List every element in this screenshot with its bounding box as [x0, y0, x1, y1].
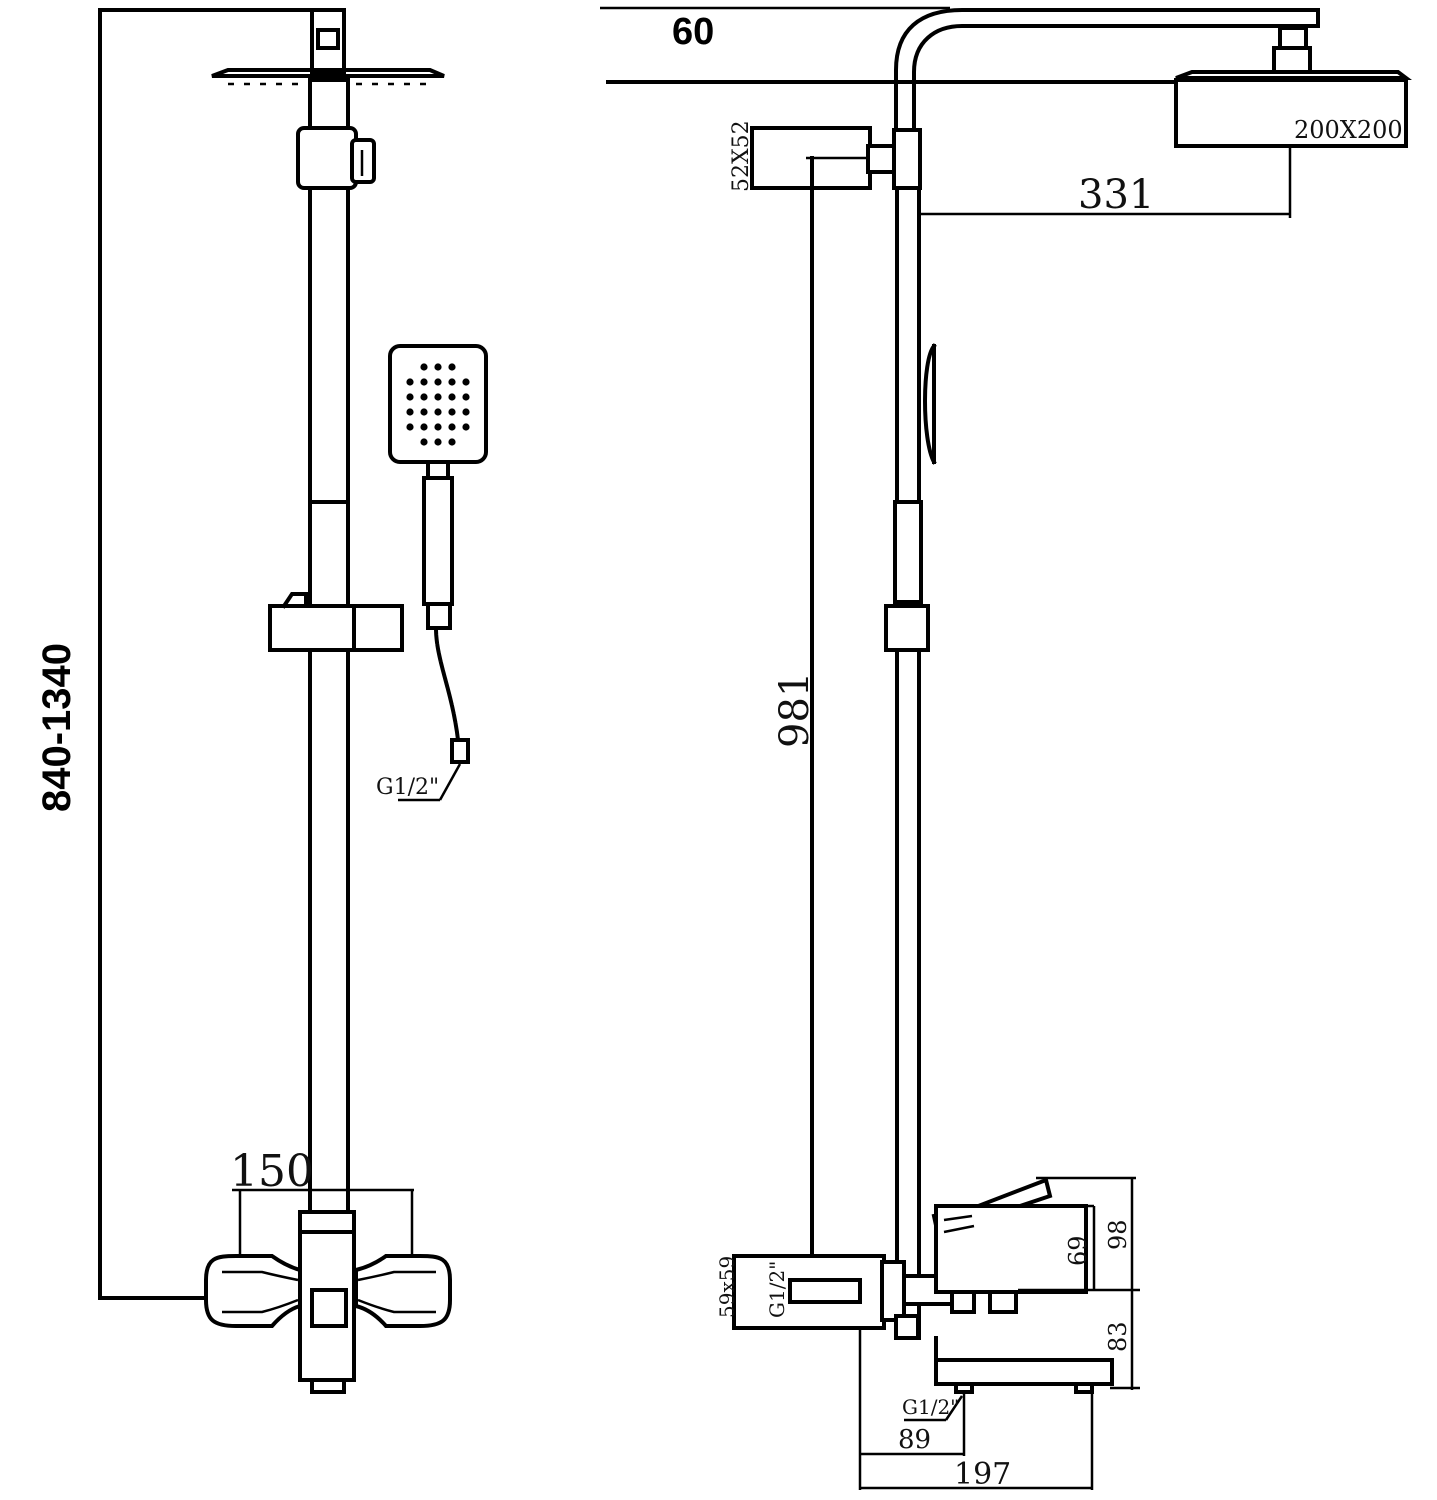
- dim-98-label: 98: [1104, 1219, 1132, 1250]
- nozzle-dot: [462, 393, 470, 401]
- head-offset-label: 60: [672, 11, 714, 53]
- height-range-label: 840-1340: [35, 643, 79, 812]
- slider-height-dimension: 981: [772, 156, 868, 1292]
- nozzle-dot: [462, 408, 470, 416]
- hand-shower-handle: [422, 476, 454, 606]
- mixer-cartridge: [934, 1204, 1088, 1294]
- rain-shower-head-side: 200X200: [1174, 70, 1412, 148]
- nozzle-dot: [434, 408, 442, 416]
- side-view: 60 200X200 331 52X52: [600, 6, 1412, 1492]
- mixer-right-arm: [354, 1254, 452, 1328]
- dim-197-label: 197: [954, 1457, 1011, 1492]
- holder-side: [884, 604, 930, 652]
- valve-box-side: 52X52: [729, 120, 922, 192]
- spacing-150-dimension: 150: [230, 1146, 414, 1260]
- arm-length-label: 331: [1078, 172, 1154, 218]
- nozzle-dot: [434, 438, 442, 446]
- nozzle-dot: [420, 438, 428, 446]
- bottom-dimensions: G1/2" 89 197: [858, 1330, 1094, 1492]
- nozzle-dot: [462, 378, 470, 386]
- head-size-label: 200X200: [1294, 116, 1403, 144]
- wall-box: 59x59 G1/2": [715, 1254, 906, 1330]
- bath-spout: [934, 1358, 1114, 1386]
- diverter-block: [296, 126, 376, 190]
- hose-thread-label: G1/2": [376, 775, 439, 800]
- nozzle-dot: [448, 363, 456, 371]
- nozzle-dot: [420, 363, 428, 371]
- pipe-sleeve: [308, 500, 350, 614]
- nozzle-dot: [420, 408, 428, 416]
- mixer-left-arm: [204, 1254, 302, 1328]
- dim-69-label: 69: [1064, 1235, 1092, 1266]
- nozzle-dot: [434, 363, 442, 371]
- nozzle-dot: [406, 408, 414, 416]
- front-view: 840-1340: [35, 8, 488, 1394]
- hand-shower-holder: [268, 592, 404, 652]
- valve-size-label: 52X52: [729, 120, 754, 192]
- hand-shower: G1/2": [376, 344, 488, 802]
- spacing-150-label: 150: [230, 1146, 314, 1197]
- nozzle-dot: [448, 423, 456, 431]
- nozzle-dot: [420, 393, 428, 401]
- shower-arm: [894, 8, 1320, 132]
- nozzle-dot: [434, 393, 442, 401]
- nozzle-dot: [420, 378, 428, 386]
- inlet-thread-label: G1/2": [765, 1261, 789, 1318]
- mixer-control-knob: [310, 1288, 348, 1328]
- spout-thread-label: G1/2": [902, 1395, 959, 1419]
- nozzle-dot: [434, 423, 442, 431]
- nozzle-dot: [420, 423, 428, 431]
- mixer-front: [204, 1210, 452, 1394]
- riser-pipe-side: [895, 186, 921, 1340]
- nozzle-dot: [406, 393, 414, 401]
- dim-89-label: 89: [898, 1425, 931, 1455]
- height-dimension-line: [98, 8, 312, 1300]
- nozzle-dot: [434, 378, 442, 386]
- mixer-side: [894, 1177, 1114, 1394]
- nozzle-dot: [448, 438, 456, 446]
- dim-83-label: 83: [1104, 1321, 1132, 1352]
- hand-shower-nozzle-grid: [406, 363, 470, 446]
- nozzle-dot: [448, 393, 456, 401]
- slider-height-label: 981: [772, 672, 818, 748]
- right-dimensions: 98 69 83: [1018, 1176, 1140, 1390]
- nozzle-dot: [406, 378, 414, 386]
- nozzle-dot: [448, 378, 456, 386]
- wall-box-label: 59x59: [715, 1256, 739, 1318]
- nozzle-dot: [448, 408, 456, 416]
- nozzle-dot: [462, 423, 470, 431]
- hand-shower-side: [923, 343, 937, 465]
- nozzle-dot: [406, 423, 414, 431]
